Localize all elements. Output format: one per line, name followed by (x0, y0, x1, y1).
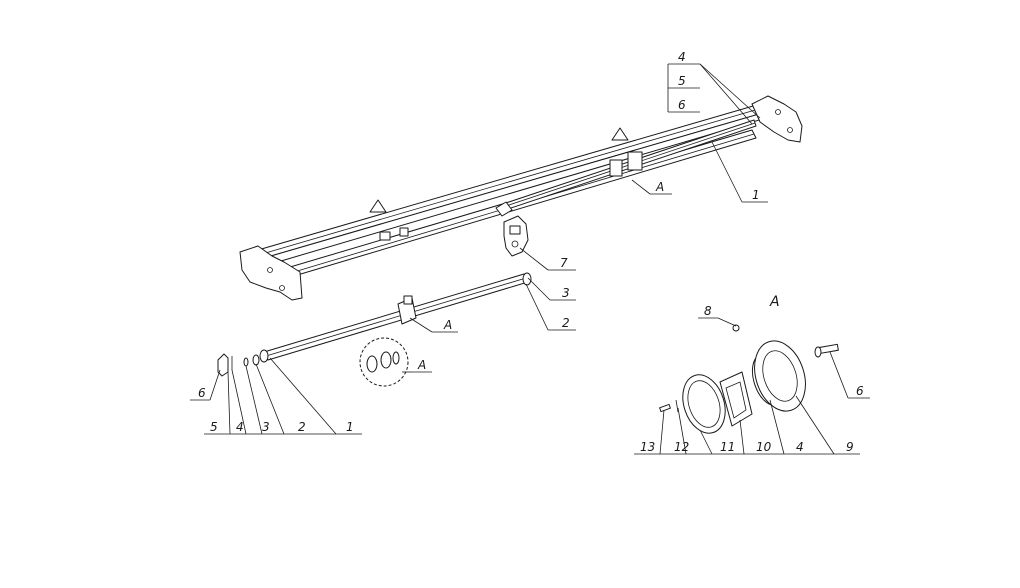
label-view-8: 8 (704, 304, 712, 318)
main-frame (239, 95, 803, 301)
label-frame-a: A (655, 180, 664, 194)
label-view-a-title: A (769, 294, 780, 310)
leader-lines (190, 63, 870, 455)
label-left-1: 1 (346, 420, 354, 434)
label-frame-1: 1 (752, 188, 760, 202)
label-frame-5: 5 (678, 74, 686, 88)
label-shaft-a: A (443, 318, 452, 332)
shaft-assembly (259, 272, 532, 363)
label-left-3: 3 (262, 420, 270, 434)
label-shaft-3: 3 (562, 286, 570, 300)
label-left-4: 4 (236, 420, 244, 434)
label-view-9: 9 (846, 440, 854, 454)
label-left-5: 5 (210, 420, 218, 434)
label-left-6: 6 (198, 386, 206, 400)
left-small-parts (217, 353, 260, 377)
label-bracket-7: 7 (560, 256, 568, 270)
detail-view-a-circle (359, 337, 409, 387)
label-view-13: 13 (640, 440, 655, 454)
bracket-assembly-7 (503, 215, 529, 257)
label-view-4: 4 (796, 440, 804, 454)
label-view-10: 10 (756, 440, 772, 454)
label-frame-6: 6 (678, 98, 686, 112)
label-frame-4: 4 (678, 50, 686, 64)
callout-labels: 4 5 6 1 A 7 3 2 A A 6 5 4 3 2 1 A 8 6 13… (198, 50, 864, 454)
label-view-6: 6 (856, 384, 864, 398)
label-detail-a: A (417, 358, 426, 372)
label-view-11: 11 (720, 440, 735, 454)
label-view-12: 12 (674, 440, 689, 454)
label-shaft-2: 2 (562, 316, 570, 330)
label-left-2: 2 (298, 420, 306, 434)
view-a-exploded (659, 324, 839, 434)
